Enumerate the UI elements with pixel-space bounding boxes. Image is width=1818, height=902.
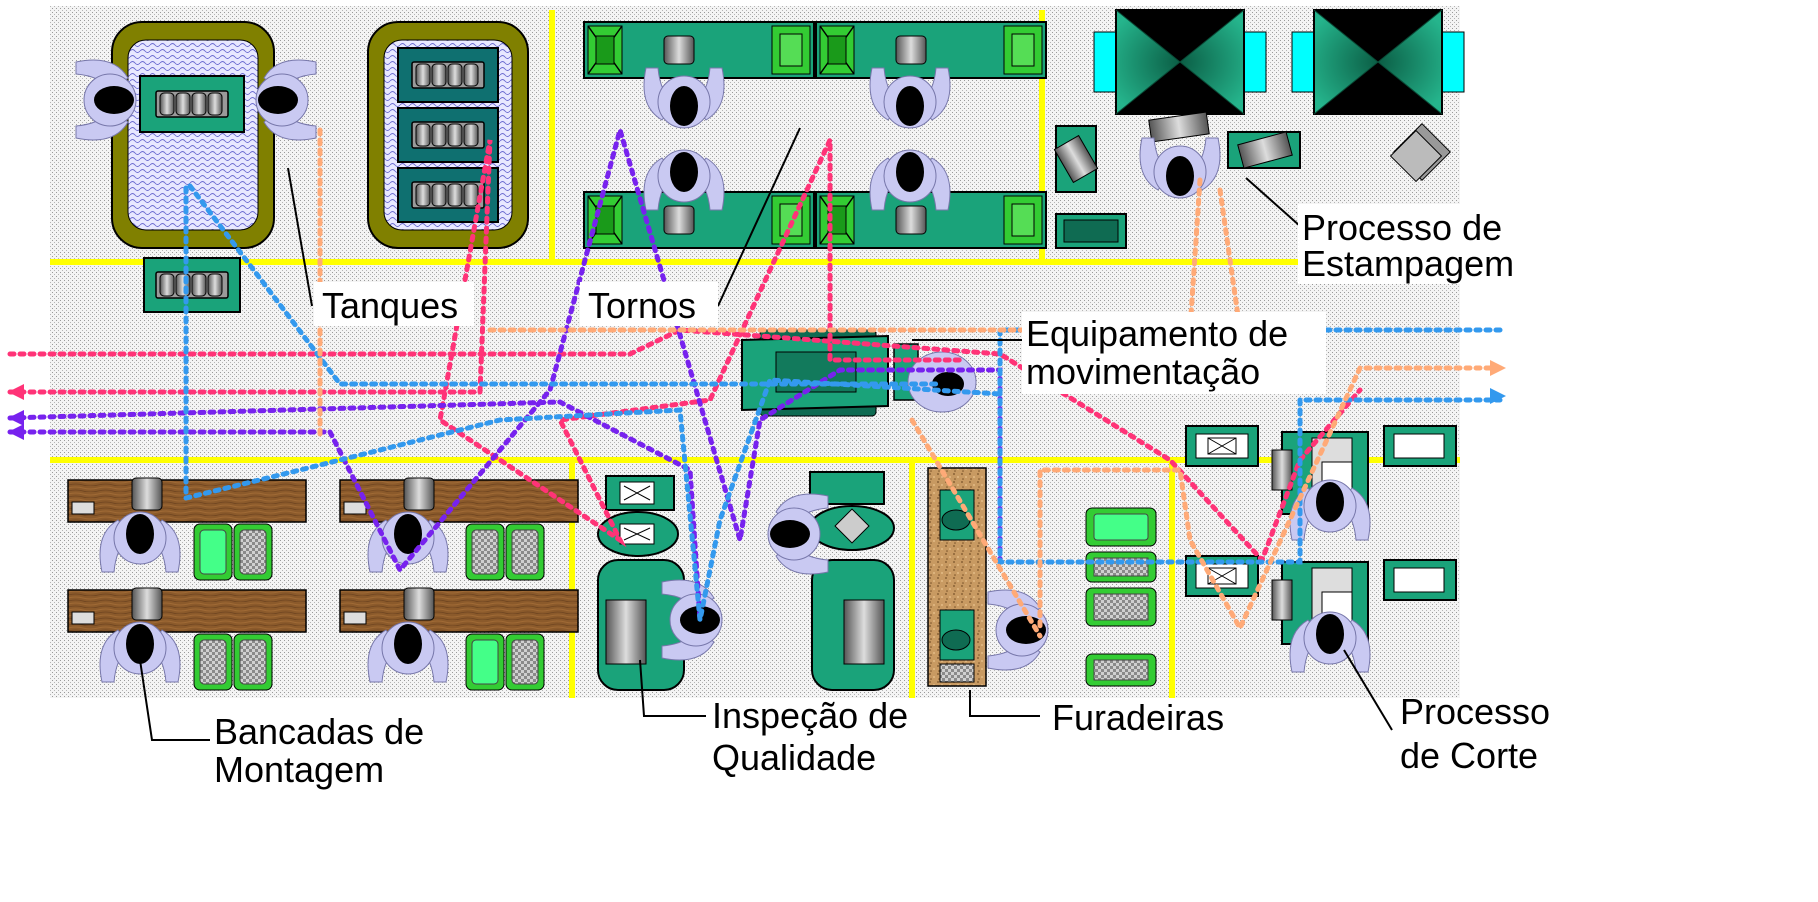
label-estampagem-line1: Processo de — [1302, 207, 1502, 248]
label-corte-line2: de Corte — [1400, 735, 1538, 776]
label-estampagem-line2: Estampagem — [1302, 243, 1514, 284]
label-bancadas-line2: Montagem — [214, 749, 384, 790]
tank-icon — [144, 258, 240, 312]
label-tornos: Tornos — [588, 285, 696, 326]
label-corte-line1: Processo — [1400, 691, 1550, 732]
label-equipamento-line1: Equipamento de — [1026, 313, 1288, 354]
tank-right — [368, 22, 528, 248]
label-tanques: Tanques — [322, 285, 458, 326]
label-furadeiras: Furadeiras — [1052, 697, 1224, 738]
label-equipamento-line2: movimentação — [1026, 351, 1260, 392]
label-inspecao-line1: Inspeção de — [712, 695, 908, 736]
label-inspecao-line2: Qualidade — [712, 737, 876, 778]
label-bancadas-line1: Bancadas de — [214, 711, 424, 752]
